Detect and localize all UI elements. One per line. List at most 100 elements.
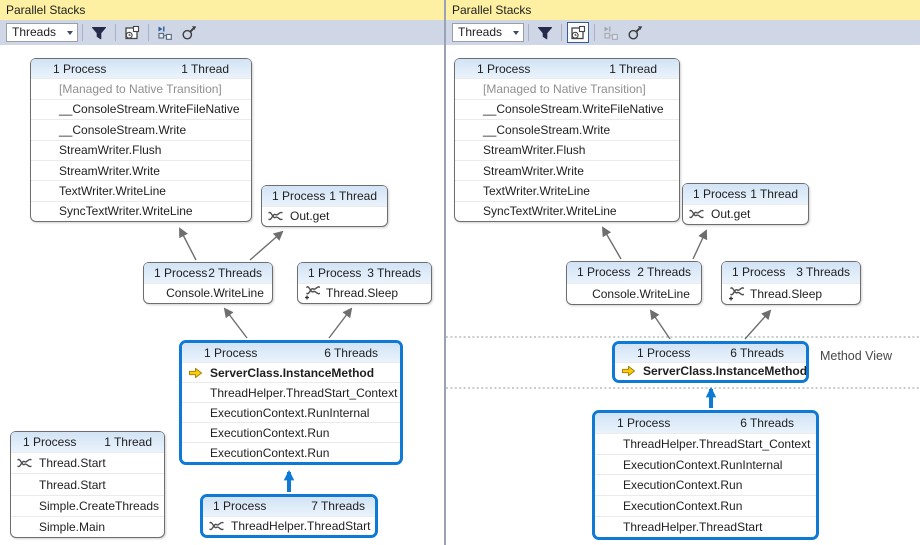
- box-header: 1 Process 2 Threads: [567, 262, 701, 283]
- threads-waiting-plus-icon: [304, 285, 320, 301]
- toolbar-separator: [528, 24, 529, 41]
- threads-waiting-icon: [17, 457, 32, 470]
- stack-box-console-io[interactable]: 1 Process 1 Thread [Managed to Native Tr…: [30, 58, 252, 222]
- process-count: 1 Process: [732, 265, 786, 280]
- parallel-stacks-panel-method-view: Parallel Stacks Threads 1 Process 1: [446, 0, 920, 545]
- call-arrow: [223, 307, 248, 339]
- box-header: 1 Process 1 Thread: [683, 184, 808, 204]
- auto-scroll-icon: [603, 25, 619, 41]
- stack-frame[interactable]: StreamWriter.Write: [31, 159, 251, 180]
- toggle-zoom-control-button[interactable]: [624, 22, 646, 43]
- stack-box-thread-sleep[interactable]: 1 Process 3 Threads Thread.Sleep: [297, 262, 432, 304]
- tool-window-titlebar[interactable]: Parallel Stacks: [0, 0, 444, 20]
- stack-frame[interactable]: Thread.Sleep: [298, 282, 431, 304]
- method-view-box[interactable]: 1 Process 6 Threads ServerClass.Instance…: [612, 341, 809, 383]
- box-header: 1 Process 1 Thread: [31, 59, 251, 79]
- view-selector-combobox[interactable]: Threads: [6, 23, 78, 42]
- stack-box-serverclass-instancemethod[interactable]: 1 Process 6 Threads ServerClass.Instance…: [179, 340, 403, 465]
- stack-frame[interactable]: Thread.Sleep: [722, 282, 860, 305]
- stack-box-threadhelper-threadstart[interactable]: 1 Process 7 Threads ThreadHelper.ThreadS…: [200, 494, 378, 538]
- stack-frame[interactable]: Out.get: [262, 205, 387, 227]
- stack-frame[interactable]: Console.WriteLine: [144, 282, 272, 304]
- tool-window-titlebar[interactable]: Parallel Stacks: [446, 0, 920, 20]
- process-count: 1 Process: [617, 415, 671, 430]
- stack-frame[interactable]: __ConsoleStream.Write: [31, 119, 251, 139]
- filter-threads-button[interactable]: [88, 22, 110, 43]
- toggle-zoom-control-button[interactable]: [178, 22, 200, 43]
- toggle-method-view-button[interactable]: [567, 22, 589, 43]
- current-frame-arrow-icon: [621, 365, 636, 378]
- panel-splitter[interactable]: [444, 0, 446, 545]
- current-frame-arrow-icon: [188, 366, 203, 379]
- process-count: 1 Process: [213, 499, 267, 514]
- call-arrow: [744, 309, 772, 340]
- stack-frame[interactable]: Simple.CreateThreads: [11, 494, 164, 516]
- process-count: 1 Process: [204, 345, 258, 360]
- thread-count: 6 Threads: [730, 345, 784, 360]
- stack-frame[interactable]: Console.WriteLine: [567, 282, 701, 305]
- auto-scroll-to-current-frame-button[interactable]: [154, 22, 176, 43]
- stack-frame[interactable]: TextWriter.WriteLine: [31, 180, 251, 200]
- stack-frame[interactable]: StreamWriter.Flush: [31, 139, 251, 160]
- stack-frame[interactable]: [Managed to Native Transition]: [31, 78, 251, 98]
- stack-frame[interactable]: ThreadHelper.ThreadStart_Context: [595, 432, 816, 454]
- thread-count: 2 Threads: [208, 265, 262, 280]
- call-arrow: [328, 307, 353, 339]
- method-view-icon: [124, 25, 140, 41]
- auto-scroll-icon: [157, 25, 173, 41]
- stack-frame[interactable]: [Managed to Native Transition]: [455, 78, 679, 98]
- stack-frame[interactable]: Thread.Start: [11, 473, 164, 494]
- stack-frame[interactable]: SyncTextWriter.WriteLine: [31, 200, 251, 221]
- call-arrow: [649, 309, 671, 340]
- stack-box-out-get[interactable]: 1 Process 1 Thread Out.get: [682, 183, 809, 225]
- toolbar-separator: [148, 24, 149, 41]
- filter-threads-button[interactable]: [534, 22, 556, 43]
- stack-frame[interactable]: __ConsoleStream.Write: [455, 119, 679, 139]
- stack-frame[interactable]: StreamWriter.Flush: [455, 139, 679, 160]
- stack-frame[interactable]: TextWriter.WriteLine: [455, 180, 679, 200]
- process-count: 1 Process: [693, 186, 747, 201]
- stack-frame[interactable]: ThreadHelper.ThreadStart_Context: [182, 382, 400, 402]
- thread-count: 6 Threads: [740, 415, 794, 430]
- thread-count: 1 Thread: [750, 186, 798, 201]
- stack-frame[interactable]: __ConsoleStream.WriteFileNative: [31, 98, 251, 119]
- stack-frame[interactable]: ExecutionContext.Run: [182, 442, 400, 462]
- stack-frame[interactable]: ExecutionContext.Run: [595, 495, 816, 516]
- stack-frame[interactable]: ExecutionContext.Run: [595, 474, 816, 495]
- view-selector-value: Threads: [12, 25, 57, 39]
- stack-frame[interactable]: __ConsoleStream.WriteFileNative: [455, 98, 679, 119]
- stack-frame[interactable]: Simple.Main: [11, 515, 164, 537]
- stack-box-console-writeline[interactable]: 1 Process 2 Threads Console.WriteLine: [143, 262, 273, 304]
- stack-box-console-writeline[interactable]: 1 Process 2 Threads Console.WriteLine: [566, 261, 702, 305]
- auto-scroll-to-current-frame-button: [600, 22, 622, 43]
- method-view-icon: [570, 25, 586, 41]
- stack-box-out-get[interactable]: 1 Process 1 Thread Out.get: [261, 185, 388, 227]
- stack-frame[interactable]: ExecutionContext.RunInternal: [595, 453, 816, 475]
- stack-frame[interactable]: ExecutionContext.RunInternal: [182, 402, 400, 422]
- stack-frame[interactable]: Thread.Start: [11, 452, 164, 473]
- stack-frame[interactable]: ExecutionContext.Run: [182, 422, 400, 442]
- stack-box-main-thread[interactable]: 1 Process 1 Thread Thread.Start Thread.S…: [10, 431, 165, 538]
- box-header: 1 Process 3 Threads: [298, 263, 431, 283]
- stack-frame-current[interactable]: ServerClass.InstanceMethod: [615, 361, 806, 381]
- view-selector-value: Threads: [458, 25, 503, 39]
- stack-frame[interactable]: SyncTextWriter.WriteLine: [455, 200, 679, 221]
- stack-box-console-io[interactable]: 1 Process 1 Thread [Managed to Native Tr…: [454, 58, 680, 222]
- box-header: 1 Process 6 Threads: [615, 344, 806, 362]
- stack-frame[interactable]: Out.get: [683, 203, 808, 225]
- filter-icon: [91, 25, 107, 41]
- stack-frame[interactable]: StreamWriter.Write: [455, 159, 679, 180]
- toggle-method-view-button[interactable]: [121, 22, 143, 43]
- stack-box-callers[interactable]: 1 Process 6 Threads ThreadHelper.ThreadS…: [592, 410, 819, 540]
- arrows-layer: [446, 226, 920, 408]
- stack-frame-current[interactable]: ServerClass.InstanceMethod: [182, 362, 400, 382]
- stack-frame[interactable]: ThreadHelper.ThreadStart: [595, 516, 816, 537]
- stack-box-thread-sleep[interactable]: 1 Process 3 Threads Thread.Sleep: [721, 261, 861, 305]
- chevron-down-icon[interactable]: [509, 24, 523, 41]
- box-header: 1 Process 2 Threads: [144, 263, 272, 283]
- chevron-down-icon[interactable]: [63, 24, 77, 41]
- zoom-control-icon: [181, 25, 197, 41]
- stack-frame[interactable]: ThreadHelper.ThreadStart: [203, 515, 375, 536]
- thread-count: 3 Threads: [367, 265, 421, 280]
- view-selector-combobox[interactable]: Threads: [452, 23, 524, 42]
